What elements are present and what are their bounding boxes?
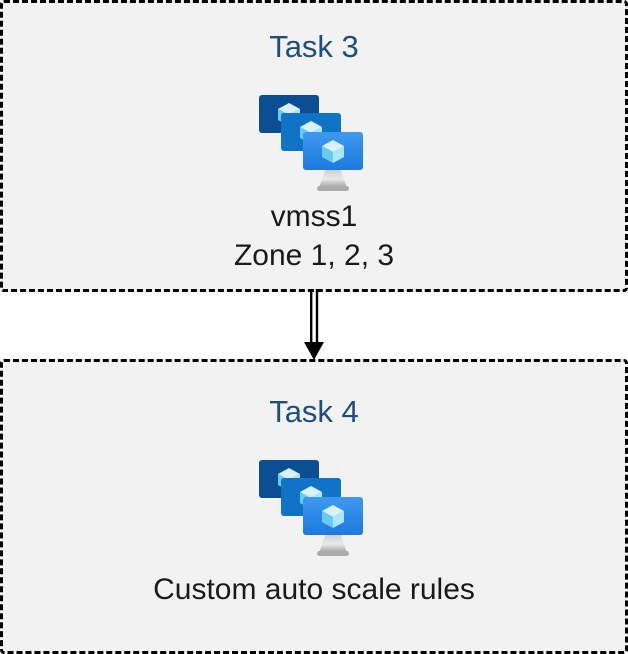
task-3-title: Task 3 [269,29,359,64]
down-arrow-connector [304,289,324,360]
vm-scale-sets-icon [259,95,369,195]
vmss-name-label: vmss1 Zone 1, 2, 3 [3,197,625,275]
zones-line: Zone 1, 2, 3 [233,239,395,272]
task-3-box: Task 3 vmss1 Zone 1, 2, 3 [0,0,628,292]
vmss-name-line: vmss1 [270,200,358,233]
task-4-title: Task 4 [269,394,359,429]
vm-scale-sets-icon [259,460,369,560]
task-4-box: Task 4 Custom auto scale rules [0,359,628,654]
autoscale-rules-label: Custom auto scale rules [153,573,475,606]
